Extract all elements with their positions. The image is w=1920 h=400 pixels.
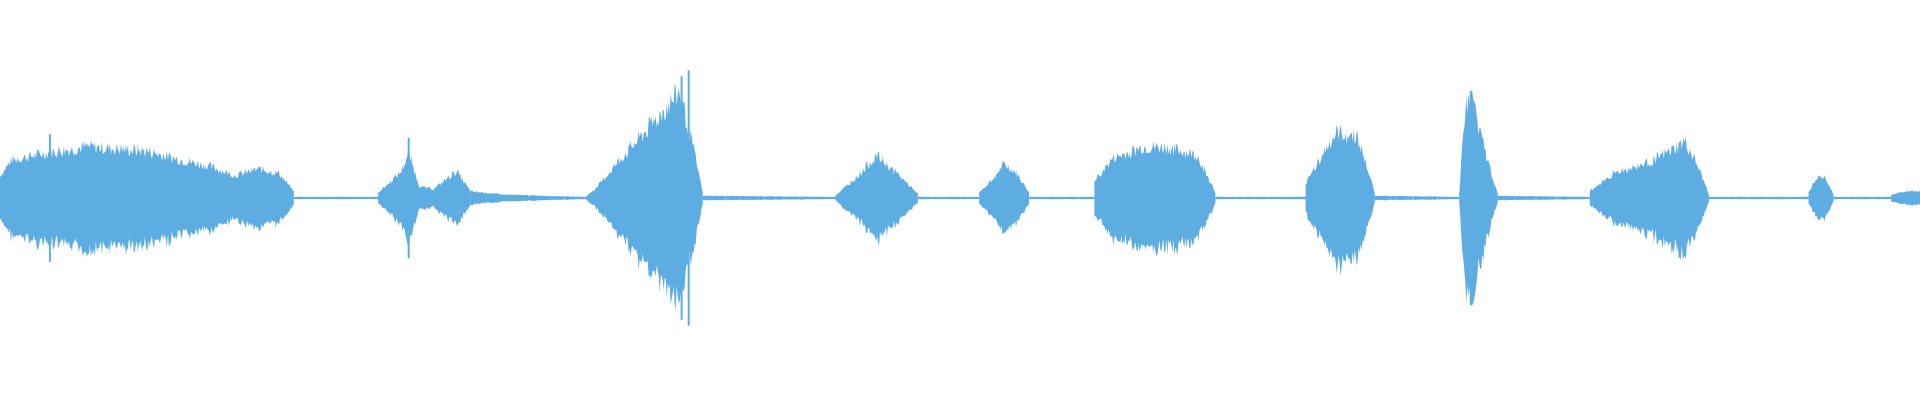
waveform-segment xyxy=(917,196,980,200)
waveform-segment xyxy=(1305,124,1375,276)
waveform-peak xyxy=(48,134,51,262)
waveform-segment xyxy=(1833,196,1892,200)
waveform-segment xyxy=(1374,195,1460,201)
waveform-segment xyxy=(378,149,471,250)
waveform-segment xyxy=(835,151,918,247)
waveform-segment xyxy=(702,195,836,201)
waveform-segment xyxy=(1497,195,1590,201)
waveform-segment xyxy=(1708,196,1809,200)
waveform-segment xyxy=(1589,136,1709,260)
waveform-segment xyxy=(0,140,294,257)
waveform-segment xyxy=(585,83,703,310)
waveform-peak xyxy=(687,70,690,326)
waveform-peak xyxy=(151,158,154,238)
waveform-peak xyxy=(1469,91,1472,305)
waveform-segment xyxy=(1094,141,1216,256)
waveform-segment xyxy=(293,196,379,200)
waveform-segment xyxy=(1029,196,1095,200)
waveform-peak xyxy=(142,163,145,233)
waveform-segment xyxy=(979,161,1030,235)
waveform-segment xyxy=(1459,89,1498,307)
waveform-segment xyxy=(1891,190,1920,207)
waveform-segment xyxy=(1808,174,1834,222)
waveform-peak xyxy=(166,159,169,237)
waveform-peak xyxy=(680,76,683,320)
waveform-peak xyxy=(407,137,410,259)
waveform-segment xyxy=(470,190,586,206)
waveform-segments xyxy=(0,70,1920,326)
waveform-segment xyxy=(1215,196,1306,200)
